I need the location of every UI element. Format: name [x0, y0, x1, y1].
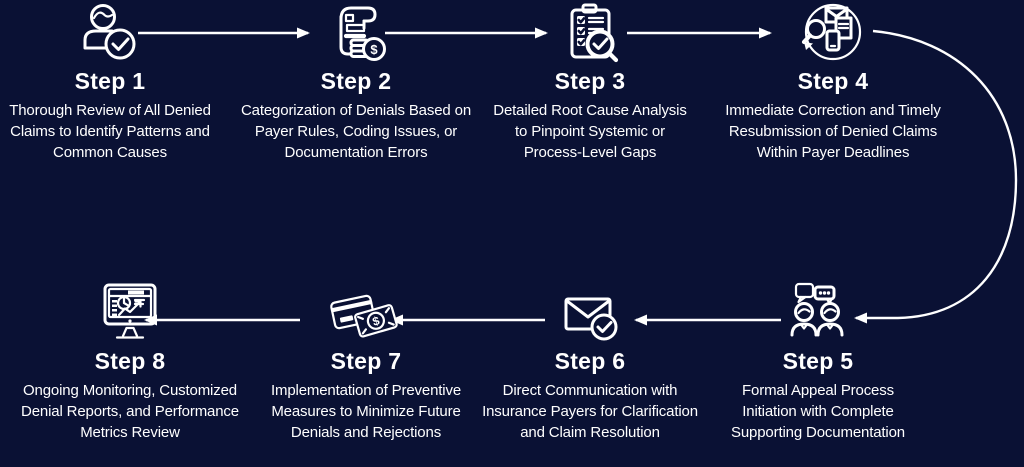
step-description: Immediate Correction and Timely Resubmis… — [725, 102, 941, 161]
step-title: Step 7 — [330, 348, 402, 374]
svg-text:$: $ — [370, 42, 378, 57]
step-6: Step 6 Direct Communication with Insuran… — [460, 281, 720, 443]
step-description: Thorough Review of All Denied Claims to … — [9, 102, 211, 161]
step-4: Step 4 Immediate Correction and Timely R… — [703, 1, 963, 163]
step-title: Step 8 — [94, 348, 166, 374]
billing-statement-icon: $ — [339, 6, 386, 61]
discussion-people-icon — [790, 282, 844, 337]
curve-arrow-step4-to-step5 — [854, 29, 1018, 324]
svg-text:$: $ — [371, 314, 382, 329]
card-payment-icon: $ — [330, 294, 398, 338]
step-title: Step 2 — [320, 68, 392, 94]
step-3: Step 3 Detailed Root Cause Analysis to P… — [460, 1, 720, 163]
person-review-check-icon — [83, 4, 136, 60]
step-1: Step 1 Thorough Review of All Denied Cla… — [0, 1, 240, 163]
step-description: Direct Communication with Insurance Paye… — [482, 382, 698, 441]
mail-check-icon — [564, 297, 618, 341]
step-7: $ Step 7 Implementation of Preventive Me… — [236, 281, 496, 443]
analytics-monitor-icon — [103, 283, 157, 339]
step-title: Step 5 — [782, 348, 854, 374]
step-description: Categorization of Denials Based on Payer… — [240, 102, 472, 161]
step-title: Step 4 — [797, 68, 869, 94]
step-8: Step 8 Ongoing Monitoring, Customized De… — [0, 281, 260, 443]
step-description: Implementation of Preventive Measures to… — [270, 382, 462, 441]
step-description: Formal Appeal Process Initiation with Co… — [730, 382, 905, 441]
step-title: Step 6 — [554, 348, 626, 374]
step-description: Ongoing Monitoring, Customized Denial Re… — [21, 382, 239, 441]
step-5: Step 5 Formal Appeal Process Initiation … — [688, 281, 948, 443]
step-title: Step 1 — [74, 68, 146, 94]
step-title: Step 3 — [554, 68, 626, 94]
step-2: $ Step 2 Categorization of Denials Based… — [226, 1, 486, 163]
resubmission-cycle-icon — [801, 3, 862, 61]
checklist-magnifier-icon — [570, 3, 619, 63]
step-description: Detailed Root Cause Analysis to Pinpoint… — [493, 102, 687, 161]
